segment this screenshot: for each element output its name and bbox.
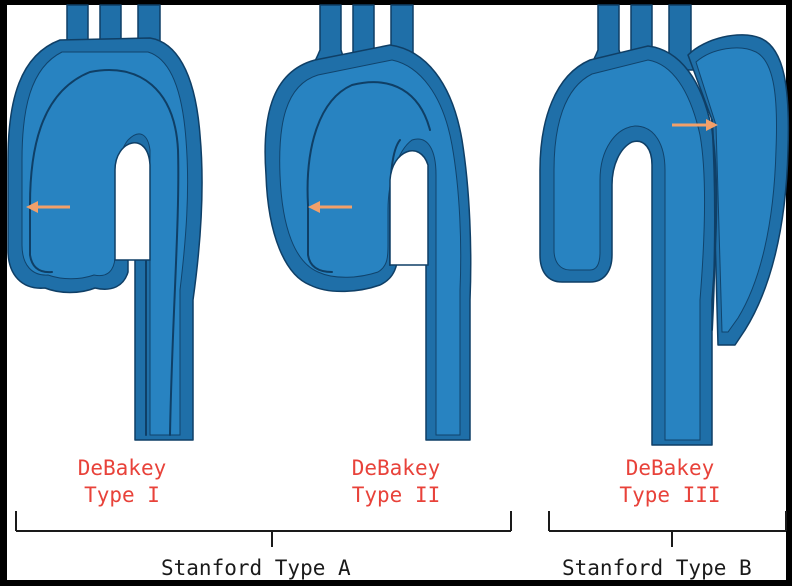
debakey-type-i-line1: DeBakey: [54, 455, 190, 482]
stanford-type-b-bracket: [549, 511, 786, 547]
stanford-type-a-bracket: [16, 511, 511, 547]
stanford-type-a-label: Stanford Type A: [161, 556, 351, 580]
debakey-type-iii-line2: Type III: [602, 482, 738, 509]
debakey-type-ii-label: DeBakey Type II: [328, 455, 464, 509]
type-iii-aorta: [540, 5, 788, 445]
debakey-type-ii-line1: DeBakey: [328, 455, 464, 482]
debakey-type-i-label: DeBakey Type I: [54, 455, 190, 509]
debakey-type-iii-line1: DeBakey: [602, 455, 738, 482]
stanford-type-b-label: Stanford Type B: [562, 556, 752, 580]
debakey-type-i-line2: Type I: [54, 482, 190, 509]
debakey-type-ii-line2: Type II: [328, 482, 464, 509]
debakey-type-iii-label: DeBakey Type III: [602, 455, 738, 509]
type-i-aorta: [8, 5, 202, 440]
type-ii-aorta: [265, 5, 471, 440]
